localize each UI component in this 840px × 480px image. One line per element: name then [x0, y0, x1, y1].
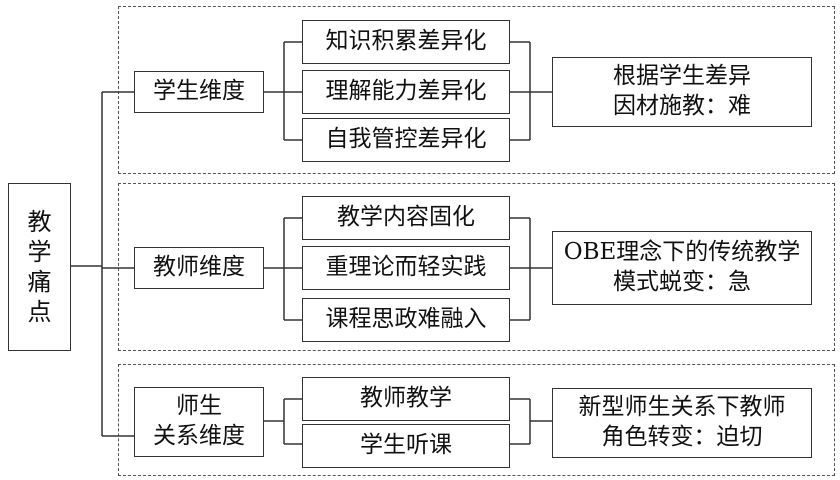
- dimension-node-teacher: 教师维度: [134, 247, 264, 289]
- conclusion-node-teacher: OBE理念下的传统教学 模式蜕变：急: [552, 231, 812, 305]
- item-node: 学生听课: [302, 424, 510, 468]
- group-frame-student: [118, 6, 835, 174]
- dimension-node-student: 学生维度: [134, 71, 264, 113]
- item-node: 课程思政难融入: [302, 298, 510, 342]
- item-node: 自我管控差异化: [302, 118, 510, 162]
- item-node: 重理论而轻实践: [302, 246, 510, 290]
- item-node: 教师教学: [302, 377, 510, 421]
- item-node: 知识积累差异化: [302, 20, 510, 64]
- conclusion-node-student: 根据学生差异 因材施教：难: [552, 57, 812, 127]
- conclusion-node-relation: 新型师生关系下教师 角色转变：迫切: [552, 388, 812, 458]
- root-node: 教 学 痛 点: [8, 183, 71, 351]
- item-node: 理解能力差异化: [302, 70, 510, 114]
- group-frame-relation: [118, 364, 835, 476]
- dimension-node-relation: 师生 关系维度: [134, 387, 264, 457]
- group-frame-teacher: [118, 183, 835, 351]
- item-node: 教学内容固化: [302, 196, 510, 240]
